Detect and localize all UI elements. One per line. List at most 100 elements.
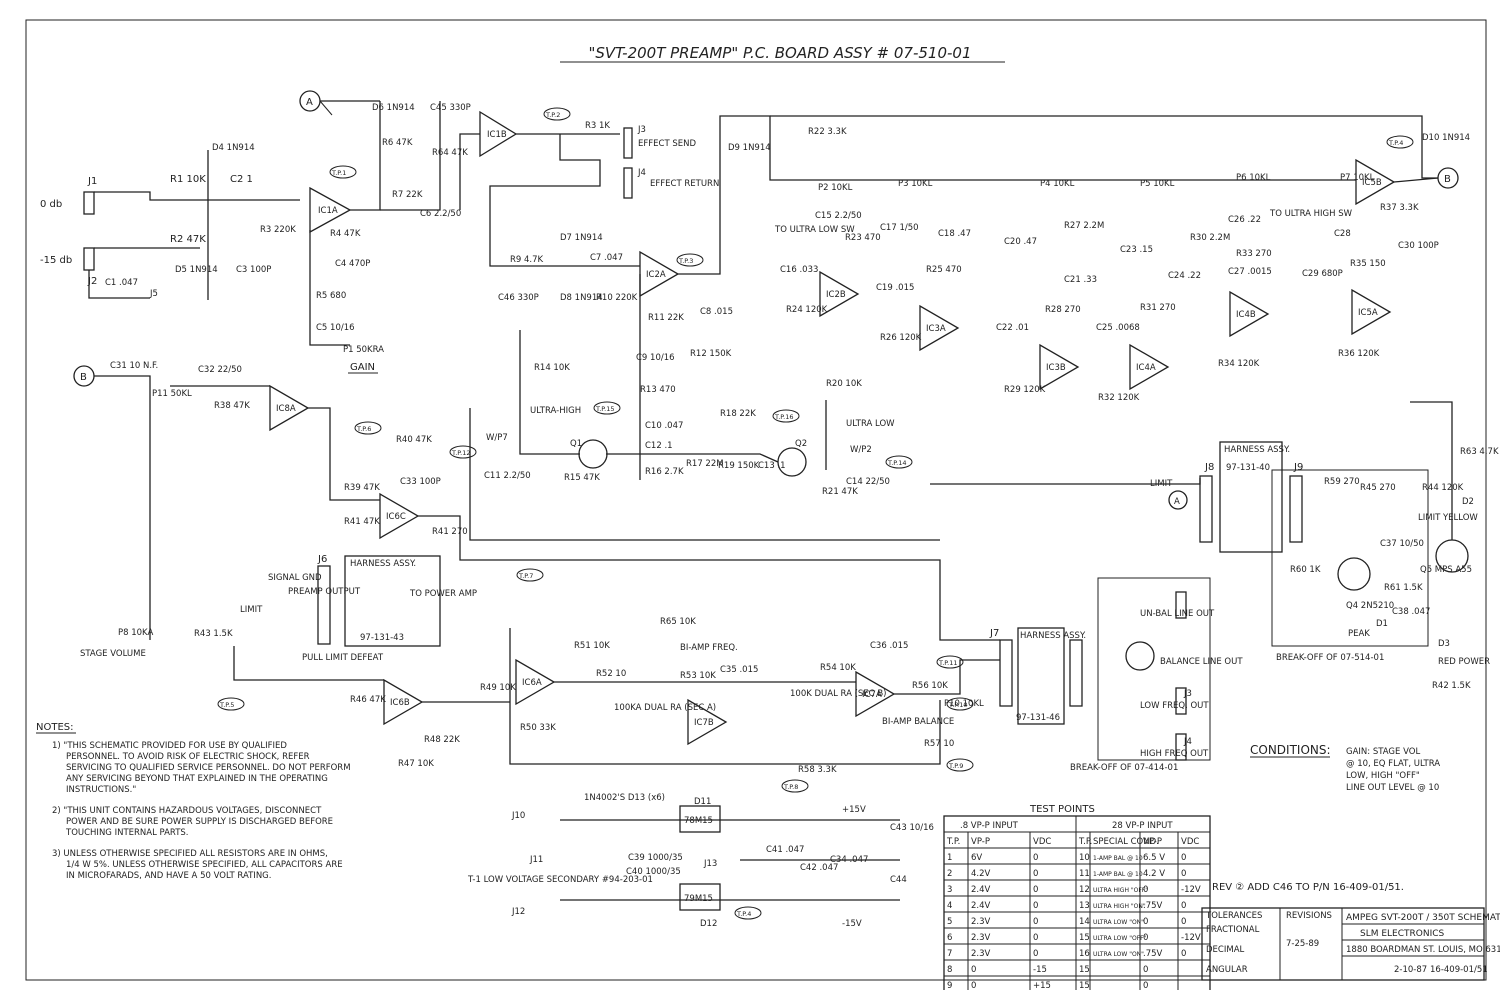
break-off-414-label: BREAK-OFF OF 07-414-01 <box>1070 763 1178 773</box>
j6-label: J6 <box>317 554 327 565</box>
table-cell: 0 <box>1033 917 1038 927</box>
r34-label: R34 120K <box>1218 359 1260 369</box>
table-cell: 1-AMP BAL @ 10 <box>1093 855 1143 862</box>
r4-label: R4 47K <box>330 229 361 239</box>
conditions-line-4: LINE OUT LEVEL @ 10 <box>1346 783 1439 793</box>
r44-label: R44 120K <box>1422 483 1464 493</box>
jack-unbal-line-out[interactable] <box>1175 591 1187 619</box>
table-column-header: T.P. <box>946 837 960 847</box>
r42-label: R42 1.5K <box>1432 681 1471 691</box>
d4-label: D4 1N914 <box>212 143 255 153</box>
table-cell: 0 <box>1143 981 1148 990</box>
note-line: TOUCHING INTERNAL PARTS. <box>65 828 189 838</box>
test-point-label: T.P.15 <box>595 405 615 413</box>
test-point-marker <box>593 401 621 415</box>
test-point-label: T.P.10 <box>948 701 968 709</box>
j9-label: J9 <box>1293 462 1303 473</box>
table-column-header: VP-P <box>971 837 990 847</box>
test-point-marker <box>1386 135 1414 149</box>
opamp-ic4b <box>1229 290 1270 338</box>
harness-j6-title: HARNESS ASSY. <box>350 559 416 569</box>
opamp-ic3b <box>1039 343 1080 391</box>
output-breakoff-box <box>1097 577 1211 761</box>
d2-label: D2 <box>1462 497 1474 507</box>
wire <box>770 115 1438 179</box>
c36-label: C36 .015 <box>870 641 908 651</box>
table-cell: 0 <box>971 981 976 990</box>
table-cell: +15 <box>1033 981 1051 990</box>
table-cell: 15 <box>1079 981 1090 990</box>
connector-j6 <box>317 565 331 645</box>
table-cell: 0 <box>1143 885 1148 895</box>
p3-label: P3 10KL <box>898 179 933 189</box>
wire <box>380 101 441 211</box>
w-p7-label: W/P7 <box>486 433 508 443</box>
table-cell: 2.4V <box>971 885 991 895</box>
signal-gnd-label: SIGNAL GND <box>268 573 322 583</box>
jack-low-freq-out[interactable] <box>1175 687 1187 715</box>
ultra-low-label: ULTRA LOW <box>846 419 895 429</box>
note-line: 1/4 W 5%. UNLESS OTHERWISE SPECIFIED, AL… <box>66 860 343 870</box>
r38-label: R38 47K <box>214 401 250 411</box>
table-cell: ULTRA LOW "ON" <box>1093 919 1144 926</box>
table-cell: 11 <box>1079 869 1090 879</box>
c2-label: C2 1 <box>230 174 253 185</box>
jack-j2-label: J2 <box>87 276 97 287</box>
j5-label: J5 <box>149 289 158 299</box>
c46-label: C46 330P <box>498 293 539 303</box>
table-cell: 15 <box>1079 933 1090 943</box>
dual-ra-b-label: 100K DUAL RA (SEC B) <box>790 689 886 699</box>
bi-amp-freq-label: BI-AMP FREQ. <box>680 643 738 653</box>
conditions-heading: CONDITIONS: <box>1250 743 1331 757</box>
r17-label: R17 22M <box>686 459 724 469</box>
harness-j6-number: 97-131-43 <box>360 633 404 643</box>
r28-label: R28 270 <box>1045 305 1081 315</box>
r63-label: R63 4.7K <box>1460 447 1499 457</box>
test-point-marker <box>734 906 762 920</box>
table-cell: 9 <box>947 981 952 990</box>
harness-j8-number: 97-131-40 <box>1226 463 1270 473</box>
table-cell: 0 <box>1033 933 1038 943</box>
ic6a-label: IC6A <box>522 678 542 688</box>
tb-draw-date: 2-10-87 <box>1394 965 1427 975</box>
jack-high-freq-out[interactable] <box>1175 733 1187 761</box>
table-column-header: VDC <box>1033 837 1051 847</box>
test-point-label: T.P.4 <box>1388 139 1403 147</box>
table-column-header: SPECIAL COND. <box>1093 837 1159 847</box>
note-line: 2) "THIS UNIT CONTAINS HAZARDOUS VOLTAGE… <box>52 806 322 816</box>
opamp-ic1a <box>309 186 352 234</box>
c5-label: C5 10/16 <box>316 323 355 333</box>
wire <box>509 628 941 765</box>
r45-label: R45 270 <box>1360 483 1396 493</box>
table-cell: 2.3V <box>971 949 991 959</box>
conditions-line-2: @ 10, EQ FLAT, ULTRA <box>1346 759 1440 769</box>
c12-label: C12 .1 <box>645 441 673 451</box>
stage-volume-label: STAGE VOLUME <box>80 649 146 659</box>
p1-label: P1 50KRA <box>343 345 384 355</box>
d1-label: D1 <box>1376 619 1388 629</box>
limit-label: LIMIT <box>240 605 263 615</box>
c15-label: C15 2.2/50 <box>815 211 862 221</box>
test-point-label: T.P.12 <box>451 449 471 457</box>
r19-label: R19 150K <box>718 461 760 471</box>
reg-78-label: 78M15 <box>684 816 713 826</box>
jack-effect-return[interactable] <box>623 167 633 199</box>
table-cell: 0 <box>1033 949 1038 959</box>
table-cell: 14 <box>1079 917 1090 927</box>
test-point-marker <box>676 253 704 267</box>
xlr-balanced-out[interactable] <box>1125 641 1155 671</box>
note-line: PERSONNEL. TO AVOID RISK OF ELECTRIC SHO… <box>66 752 310 762</box>
connector-j8 <box>1199 475 1213 543</box>
test-point-marker <box>772 409 800 423</box>
jack-j1[interactable] <box>83 191 95 215</box>
harness-j7-box <box>1017 627 1065 725</box>
bi-amp-balance-label: BI-AMP BALANCE <box>882 717 954 727</box>
table-cell: 3 <box>947 885 952 895</box>
table-cell: 4.2 V <box>1143 869 1165 879</box>
jack-j2[interactable] <box>83 247 95 271</box>
c42-label: C42 .047 <box>800 863 838 873</box>
r58-label: R58 3.3K <box>798 765 837 775</box>
jack-effect-send[interactable] <box>623 127 633 159</box>
tb-rev-date: 7-25-89 <box>1286 939 1319 949</box>
r41-label: R41 47K <box>344 517 380 527</box>
